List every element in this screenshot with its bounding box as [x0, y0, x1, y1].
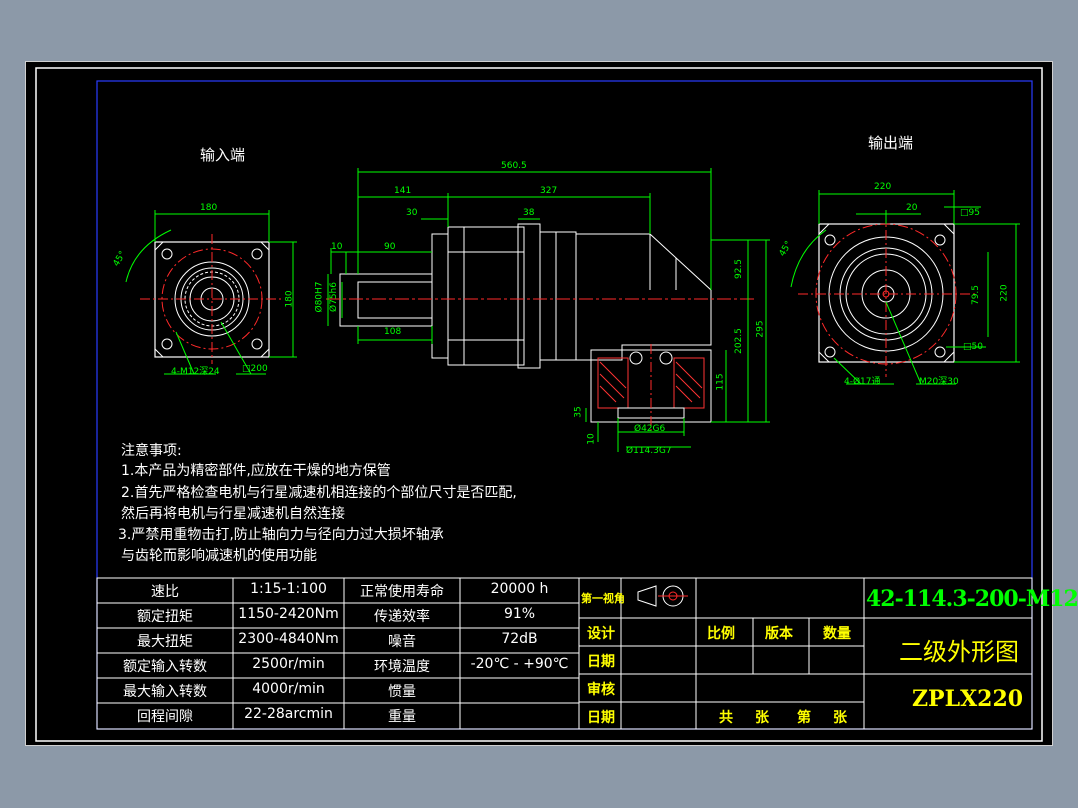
spec-value: 20000 h [490, 581, 549, 597]
input-end-label: 输入端 [200, 146, 246, 164]
dim-35: 35 [573, 406, 584, 418]
spec-label: 回程间隙 [137, 709, 193, 725]
output-end-view [790, 190, 1020, 385]
notes-line-3: 然后再将电机与行星减速机自然连接 [121, 506, 345, 522]
dim-right-79-5: 79.5 [971, 284, 982, 306]
dim-shaft: Ø75h6 [328, 282, 339, 312]
dim-left-pcd: □200 [242, 364, 268, 374]
version-label: 版本 [765, 626, 793, 642]
drawing-sheet: 输入端 输出端 180 180 45° 4-M12深24 □200 560.5 … [25, 61, 1078, 746]
drawing-code: 42-114.3-200-M12 [866, 586, 1078, 612]
dim-108: 108 [384, 327, 402, 337]
drawing-title: 二级外形图 [899, 638, 1019, 666]
review-label: 审核 [587, 682, 615, 698]
input-end-view [125, 210, 297, 375]
dim-right-thread: M20深30 [919, 377, 959, 387]
dim-141: 141 [394, 186, 412, 196]
dim-92-5: 92.5 [734, 258, 745, 280]
dim-right-sq95: □95 [960, 208, 980, 218]
spec-value: 4000r/min [252, 681, 325, 697]
dim-114-3g7: Ø114.3G7 [626, 446, 672, 456]
spec-value: 2500r/min [252, 656, 325, 672]
dim-right-holes: 4-Ø17通 [844, 377, 881, 387]
dim-10: 10 [331, 242, 343, 252]
dim-327: 327 [540, 186, 558, 196]
dim-10-bottom: 10 [586, 433, 597, 445]
dim-115: 115 [715, 373, 726, 391]
quantity-label: 数量 [823, 626, 851, 642]
spec-label: 环境温度 [374, 659, 430, 675]
total-sheets-label: 共 [719, 710, 733, 726]
spec-label: 正常使用寿命 [360, 584, 444, 600]
notes-line-2: 2.首先严格检查电机与行星减速机相连接的个部位尺寸是否匹配, [121, 485, 517, 501]
title-block-grid [578, 577, 1033, 730]
dim-right-height: 220 [999, 284, 1010, 302]
scale-label: 比例 [707, 626, 735, 642]
spec-label: 速比 [151, 584, 179, 600]
spec-value: 22-28arcmin [244, 706, 333, 722]
dim-right-20: 20 [906, 203, 918, 213]
model-name: ZPLX220 [912, 686, 1024, 712]
sheet-unit-label-2: 张 [833, 710, 847, 726]
spec-value: -20℃ - +90℃ [470, 656, 569, 672]
date-label-1: 日期 [587, 654, 615, 670]
dim-bore: Ø80H7 [314, 281, 325, 313]
date-label-2: 日期 [587, 710, 615, 726]
spec-label: 惯量 [388, 684, 416, 700]
dim-295: 295 [755, 320, 766, 338]
notes-line-1: 1.本产品为精密部件,应放在干燥的地方保管 [121, 463, 391, 479]
notes-line-4: 3.严禁用重物击打,防止轴向力与径向力过大损坏轴承 [118, 527, 444, 543]
sheet-no-label: 第 [797, 710, 811, 726]
output-end-label: 输出端 [868, 134, 914, 152]
spec-label: 传递效率 [374, 609, 430, 625]
dim-202-5: 202.5 [733, 328, 744, 354]
notes-heading: 注意事项: [121, 443, 182, 459]
spec-value: 1150-2420Nm [238, 606, 339, 622]
dim-total-length: 560.5 [501, 161, 527, 171]
dim-90: 90 [384, 242, 396, 252]
dim-right-sq50: □50 [963, 342, 983, 352]
spec-label: 额定扭矩 [137, 609, 193, 625]
dim-38: 38 [523, 208, 535, 218]
spec-value: 72dB [501, 631, 538, 647]
spec-value: 2300-4840Nm [238, 631, 339, 647]
dim-left-height: 180 [284, 290, 295, 308]
spec-label: 重量 [388, 709, 416, 725]
notes-line-5: 与齿轮而影响减速机的使用功能 [121, 548, 317, 564]
side-view [326, 168, 770, 452]
outer-frame [35, 67, 1043, 742]
sheet-unit-label: 张 [755, 710, 769, 726]
spec-label: 最大输入转数 [123, 684, 207, 700]
dim-42g6: Ø42G6 [634, 424, 666, 434]
dim-right-width: 220 [874, 182, 892, 192]
spec-table-grid [96, 577, 580, 730]
first-view-label: 第一视角 [581, 592, 625, 605]
spec-label: 噪音 [388, 634, 416, 650]
dim-left-width: 180 [200, 203, 218, 213]
dim-30: 30 [406, 208, 418, 218]
spec-label: 最大扭矩 [137, 634, 193, 650]
spec-value: 1:15-1:100 [250, 581, 327, 597]
cad-drawing [35, 67, 1043, 742]
dim-left-bolt: 4-M12深24 [171, 367, 220, 377]
spec-label: 额定输入转数 [123, 659, 207, 675]
design-label: 设计 [587, 626, 615, 642]
spec-value: 91% [503, 606, 536, 622]
